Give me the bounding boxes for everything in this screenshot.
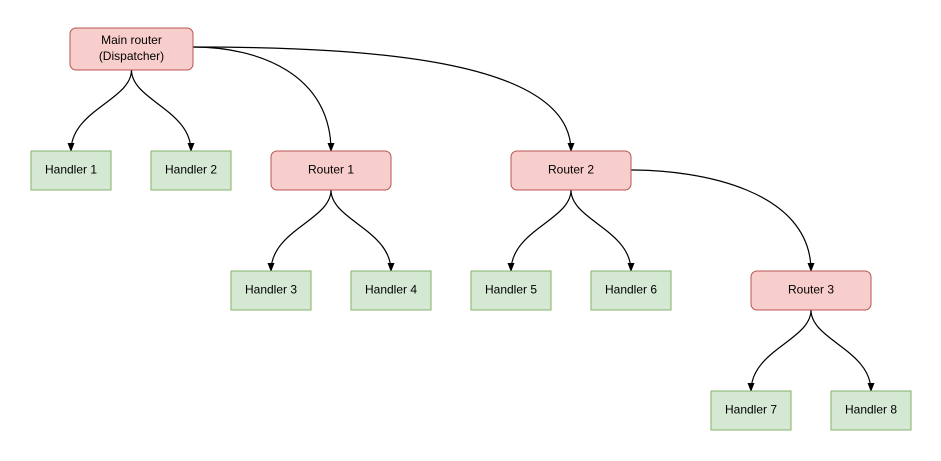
- node-label-handler-7: Handler 7: [725, 403, 777, 417]
- node-main-router[interactable]: Main router (Dispatcher): [69, 27, 194, 71]
- node-box-handler-5[interactable]: [470, 270, 552, 311]
- edge-router-2-to-handler-6: [570, 189, 635, 272]
- node-box-handler-7[interactable]: [710, 390, 792, 431]
- node-label-handler-8: Handler 8: [845, 403, 897, 417]
- edges-layer: [67, 46, 875, 392]
- edge-router-2-to-router-3: [630, 169, 815, 272]
- edge-router-3-to-handler-7: [747, 309, 812, 392]
- edge-main-to-handler-1: [67, 69, 133, 152]
- node-label-handler-5: Handler 5: [485, 283, 537, 297]
- node-label-main-router: (Dispatcher): [99, 49, 164, 63]
- edge-router-1-to-handler-3: [267, 189, 332, 272]
- node-box-handler-1[interactable]: [30, 150, 112, 191]
- edge-main-to-router-1: [192, 46, 335, 152]
- node-box-handler-3[interactable]: [230, 270, 312, 311]
- node-box-handler-8[interactable]: [830, 390, 912, 431]
- node-router-1[interactable]: Router 1: [270, 150, 392, 191]
- edge-main-to-handler-2: [130, 69, 195, 152]
- node-label-handler-6: Handler 6: [605, 283, 657, 297]
- node-handler-4[interactable]: Handler 4: [350, 270, 432, 311]
- node-box-router-2[interactable]: [510, 150, 632, 191]
- node-label-handler-1: Handler 1: [45, 163, 97, 177]
- node-handler-2[interactable]: Handler 2: [150, 150, 232, 191]
- node-label-handler-4: Handler 4: [365, 283, 417, 297]
- node-handler-6[interactable]: Handler 6: [590, 270, 672, 311]
- node-box-handler-4[interactable]: [350, 270, 432, 311]
- node-box-router-1[interactable]: [270, 150, 392, 191]
- node-label-router-1: Router 1: [308, 163, 354, 177]
- node-label-router-2: Router 2: [548, 163, 594, 177]
- node-label-main-router: Main router: [101, 33, 162, 47]
- node-box-router-3[interactable]: [750, 270, 872, 311]
- node-box-handler-6[interactable]: [590, 270, 672, 311]
- node-label-handler-3: Handler 3: [245, 283, 297, 297]
- edge-router-3-to-handler-8: [810, 309, 875, 392]
- node-label-router-3: Router 3: [788, 283, 834, 297]
- node-box-main-router[interactable]: [69, 27, 194, 71]
- node-handler-1[interactable]: Handler 1: [30, 150, 112, 191]
- node-handler-7[interactable]: Handler 7: [710, 390, 792, 431]
- nodes-layer: Main router (Dispatcher) Handler 1 Handler …: [30, 27, 912, 431]
- node-handler-3[interactable]: Handler 3: [230, 270, 312, 311]
- node-handler-5[interactable]: Handler 5: [470, 270, 552, 311]
- node-handler-8[interactable]: Handler 8: [830, 390, 912, 431]
- node-box-handler-2[interactable]: [150, 150, 232, 191]
- edge-router-2-to-handler-5: [507, 189, 572, 272]
- edge-main-to-router-2: [192, 46, 575, 152]
- node-router-3[interactable]: Router 3: [750, 270, 872, 311]
- node-router-2[interactable]: Router 2: [510, 150, 632, 191]
- node-label-handler-2: Handler 2: [165, 163, 217, 177]
- edge-router-1-to-handler-4: [330, 189, 395, 272]
